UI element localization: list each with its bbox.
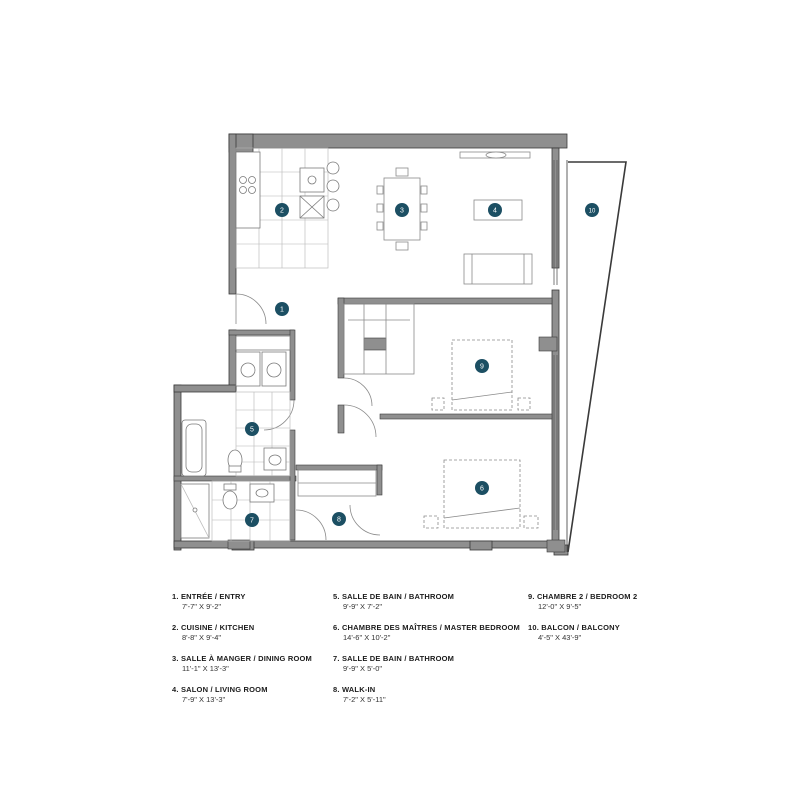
legend-entry-10: 10. BALCON / BALCONY 4'-5" X 43'-9" [528, 623, 718, 642]
marker-3-label: 3 [400, 208, 404, 215]
room-markers: 1 2 3 4 5 6 7 8 9 10 [245, 203, 599, 527]
doors [235, 293, 381, 541]
legend-entry-5: 5. SALLE DE BAIN / BATHROOM 9'-9" X 7'-2… [333, 592, 523, 611]
marker-7: 7 [245, 513, 259, 527]
marker-9: 9 [475, 359, 489, 373]
legend-entry-6: 6. CHAMBRE DES MAÎTRES / MASTER BEDROOM … [333, 623, 523, 642]
legend-dimension: 7'-2" X 5'-11" [343, 695, 386, 704]
windows [553, 160, 558, 530]
legend-dimension: 7'-9" X 13'-3" [182, 695, 226, 704]
legend-dimension: 9'-9" X 5'-0" [343, 664, 383, 673]
marker-10: 10 [585, 203, 599, 217]
legend-title: 3. SALLE À MANGER / DINING ROOM [172, 654, 312, 663]
legend-dimension: 14'-6" X 10'-2" [343, 633, 391, 642]
legend-title: 4. SALON / LIVING ROOM [172, 685, 268, 694]
marker-1: 1 [275, 302, 289, 316]
kitchen-counter [235, 151, 340, 229]
legend-entry-4: 4. SALON / LIVING ROOM 7'-9" X 13'-3" [172, 685, 362, 704]
marker-6: 6 [475, 481, 489, 495]
legend-title: 6. CHAMBRE DES MAÎTRES / MASTER BEDROOM [333, 623, 520, 632]
walk-in-shelves [297, 469, 377, 497]
master-bed [423, 459, 539, 529]
marker-4-label: 4 [493, 208, 497, 215]
legend-entry-2: 2. CUISINE / KITCHEN 8'-8" X 9'-4" [172, 623, 362, 642]
legend-dimension: 4'-5" X 43'-9" [538, 633, 582, 642]
legend-title: 10. BALCON / BALCONY [528, 623, 620, 632]
marker-2-label: 2 [280, 208, 284, 215]
legend-title: 7. SALLE DE BAIN / BATHROOM [333, 654, 455, 663]
legend-entry-3: 3. SALLE À MANGER / DINING ROOM 11'-1" X… [172, 654, 362, 673]
marker-8-label: 8 [337, 517, 341, 524]
legend-title: 9. CHAMBRE 2 / BEDROOM 2 [528, 592, 638, 601]
bedroom-2-closet [343, 303, 415, 375]
legend-entry-8: 8. WALK-IN 7'-2" X 5'-11" [333, 685, 523, 704]
marker-4: 4 [488, 203, 502, 217]
legend-dimension: 7'-7" X 9'-2" [182, 602, 222, 611]
bedroom-2-bed [431, 339, 531, 411]
legend-title: 2. CUISINE / KITCHEN [172, 623, 255, 632]
legend-title: 8. WALK-IN [333, 685, 376, 694]
legend-entry-9: 9. CHAMBRE 2 / BEDROOM 2 12'-0" X 9'-5" [528, 592, 718, 611]
bathroom-7-fixtures [180, 483, 275, 539]
legend-title: 5. SALLE DE BAIN / BATHROOM [333, 592, 455, 601]
marker-1-label: 1 [280, 307, 284, 314]
room-legend: 1. ENTRÉE / ENTRY 7'-7" X 9'-2" 2. CUISI… [0, 592, 792, 792]
marker-7-label: 7 [250, 518, 254, 525]
legend-entry-1: 1. ENTRÉE / ENTRY 7'-7" X 9'-2" [172, 592, 362, 611]
legend-dimension: 12'-0" X 9'-5" [538, 602, 582, 611]
floor-plan: 1 2 3 4 5 6 7 8 9 10 [173, 133, 627, 556]
legend-dimension: 9'-9" X 7'-2" [343, 602, 383, 611]
balcony-outline [566, 160, 627, 553]
marker-9-label: 9 [480, 364, 484, 371]
marker-6-label: 6 [480, 486, 484, 493]
exterior-walls [173, 133, 569, 556]
marker-3: 3 [395, 203, 409, 217]
interior-walls [173, 297, 566, 553]
marker-10-label: 10 [589, 209, 596, 215]
legend-entry-7: 7. SALLE DE BAIN / BATHROOM 9'-9" X 5'-0… [333, 654, 523, 673]
marker-2: 2 [275, 203, 289, 217]
legend-dimension: 8'-8" X 9'-4" [182, 633, 222, 642]
legend-dimension: 11'-1" X 13'-3" [182, 664, 229, 673]
bathroom-5-fixtures [181, 335, 291, 477]
marker-8: 8 [332, 512, 346, 526]
marker-5: 5 [245, 422, 259, 436]
living-furniture [459, 151, 533, 285]
marker-5-label: 5 [250, 427, 254, 434]
legend-title: 1. ENTRÉE / ENTRY [172, 592, 246, 601]
